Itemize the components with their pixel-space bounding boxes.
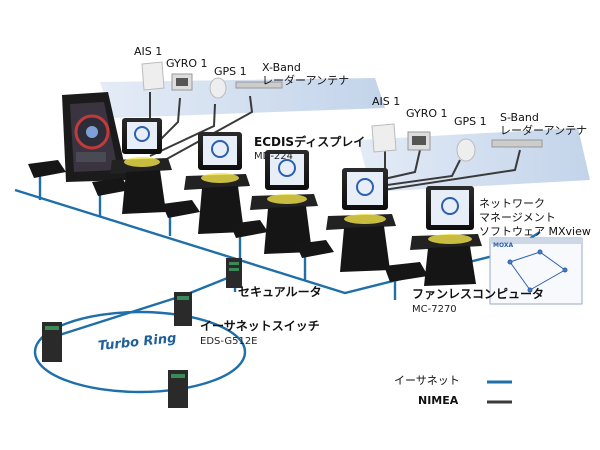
label-secure-router: セキュアルータ bbox=[238, 285, 322, 299]
radar-console bbox=[62, 92, 128, 182]
switch-devices bbox=[42, 292, 192, 408]
mxview-window bbox=[489, 237, 583, 305]
label-switch-model: EDS-G512E bbox=[200, 336, 258, 347]
label-antenna-s-1: S-Band bbox=[500, 111, 539, 124]
workstation-2 bbox=[184, 132, 250, 234]
label-mxview-brand: MOXA bbox=[493, 242, 514, 249]
label-antenna-x-1: X-Band bbox=[262, 61, 301, 74]
label-antenna-s-2: レーダーアンテナ bbox=[500, 124, 588, 137]
turbo-ring bbox=[33, 310, 247, 394]
secure-router-device bbox=[226, 258, 242, 288]
sensors-x bbox=[141, 61, 283, 99]
label-ecdis-name: ECDISディスプレイ bbox=[254, 135, 366, 149]
label-ais-s: AIS 1 bbox=[372, 95, 401, 108]
label-gyro-s: GYRO 1 bbox=[406, 107, 448, 120]
legend-ethernet-label: イーサネット bbox=[394, 374, 460, 387]
label-ais-x: AIS 1 bbox=[134, 45, 163, 58]
workstation-4 bbox=[326, 168, 396, 272]
sensors-s bbox=[371, 123, 543, 162]
bridge-panel-x bbox=[100, 78, 385, 118]
label-gps-x: GPS 1 bbox=[214, 65, 247, 78]
workstation-3 bbox=[250, 150, 318, 254]
workstation-5 bbox=[410, 186, 482, 286]
label-gyro-x: GYRO 1 bbox=[166, 57, 208, 70]
workstation-1 bbox=[110, 118, 172, 214]
label-mxview-2: マネージメント bbox=[479, 211, 556, 224]
label-antenna-x-2: レーダーアンテナ bbox=[262, 74, 350, 87]
computer-boxes bbox=[28, 160, 428, 282]
label-mxview-3: ソフトウェア MXview bbox=[479, 225, 591, 238]
label-mxview-1: ネットワーク bbox=[479, 197, 545, 210]
label-switch-name: イーサネットスイッチ bbox=[200, 319, 320, 333]
label-ecdis-model: MD-224 bbox=[254, 151, 294, 162]
label-gps-s: GPS 1 bbox=[454, 115, 487, 128]
label-fanless-name: ファンレスコンピュータ bbox=[412, 287, 545, 301]
label-fanless-model: MC-7270 bbox=[412, 304, 457, 315]
legend-nmea-label: NIMEA bbox=[418, 394, 459, 407]
